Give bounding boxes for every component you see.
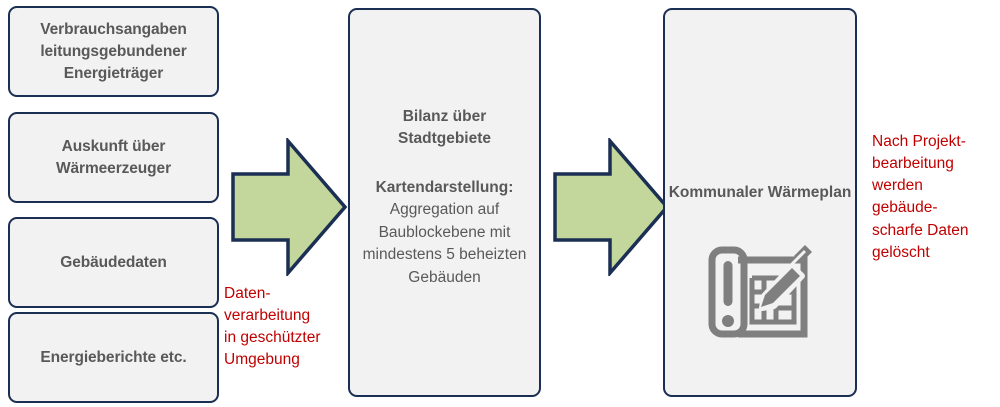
input-box-energieberichte: Energieberichte etc. bbox=[8, 312, 219, 403]
input-box-auskunft-waermeerzeuger: Auskunft über Wärmeerzeuger bbox=[8, 112, 219, 203]
center-box-body: Aggregation auf Baublockebene mit mindes… bbox=[362, 201, 527, 286]
arrow-center-to-plan bbox=[553, 138, 670, 276]
input-box-label: Verbrauchsangaben leitungsgebundener Ene… bbox=[40, 20, 187, 82]
right-box-heading: Kommunaler Wärmeplan bbox=[668, 184, 852, 201]
input-box-label: Auskunft über Wärmeerzeuger bbox=[56, 137, 171, 177]
center-box-subheading: Kartendarstellung: bbox=[375, 178, 514, 196]
right-box-waermeplan: Kommunaler Wärmeplan bbox=[663, 8, 857, 397]
input-box-label: Gebäudedaten bbox=[60, 253, 167, 271]
blueprint-plan-icon bbox=[708, 245, 812, 338]
note-datenverarbeitung: Daten- verarbeitung in geschützter Umgeb… bbox=[224, 285, 321, 369]
center-box-bilanz: Bilanz über Stadtgebiete Kartendarstellu… bbox=[348, 8, 541, 397]
center-box-heading: Bilanz über Stadtgebiete bbox=[397, 108, 491, 148]
arrow-inputs-to-center bbox=[231, 138, 348, 276]
note-loeschung: Nach Projekt- bearbeitung werden gebäude… bbox=[872, 133, 969, 261]
input-box-label: Energieberichte etc. bbox=[40, 348, 187, 366]
input-box-verbrauchsangaben: Verbrauchsangaben leitungsgebundener Ene… bbox=[8, 6, 219, 97]
input-box-gebaeudedaten: Gebäudedaten bbox=[8, 217, 219, 308]
